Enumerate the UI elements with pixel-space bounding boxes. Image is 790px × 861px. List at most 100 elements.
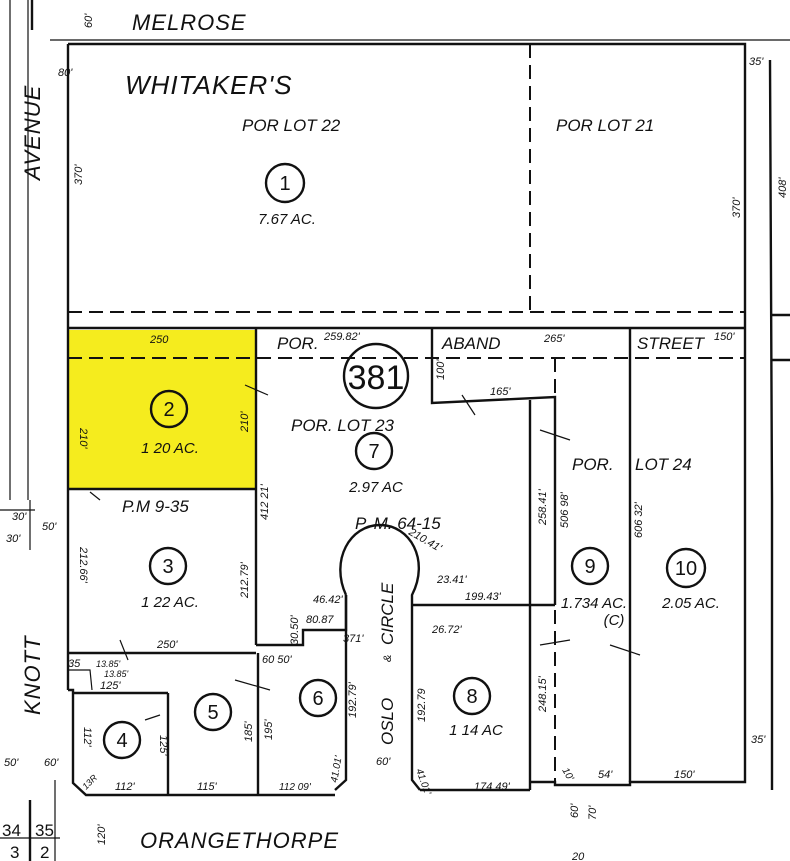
dim-370-left: 370' xyxy=(73,164,85,185)
dim-30b: 30' xyxy=(6,533,21,545)
street-circle: CIRCLE xyxy=(378,582,397,645)
dim-606: 606 32' xyxy=(633,501,645,538)
street-knott: KNOTT xyxy=(20,635,45,715)
dim-150-top: 150' xyxy=(714,331,735,343)
dim-506: 506 98' xyxy=(559,491,571,528)
dim-30-50: 30.50' xyxy=(289,614,301,645)
dim-50-b: 50' xyxy=(4,757,19,769)
parcel-9-note: (C) xyxy=(604,612,625,629)
dim-41-a: 41.01' xyxy=(329,754,345,784)
aband-label: ABAND xyxy=(441,334,501,353)
dim-30: 30' xyxy=(12,511,27,523)
dim-210-right: 210' xyxy=(239,411,251,433)
street-label: STREET xyxy=(637,334,706,353)
dim-192-79b: 192.79 xyxy=(416,688,428,722)
parcel-7-number: 7 xyxy=(368,441,379,463)
dim-412: 412 21' xyxy=(259,483,271,520)
page-index-a: 34 xyxy=(2,821,21,840)
dim-265: 265' xyxy=(543,333,565,345)
parcel-10[interactable]: 10 2.05 AC. xyxy=(661,547,720,612)
parcel-5-number: 5 xyxy=(207,702,218,724)
parcel-7-acres: 2.97 AC xyxy=(348,479,403,496)
por-lot-24-b: LOT 24 xyxy=(635,455,692,474)
parcel-10-number: 10 xyxy=(675,558,697,580)
dim-80: 80' xyxy=(58,67,73,79)
por-lot-24-a: POR. xyxy=(572,455,614,474)
pm-64-15: P. M. 64-15 xyxy=(355,514,441,533)
dim-408: 408' xyxy=(777,177,789,198)
dim-258: 258.41' xyxy=(537,488,549,526)
parcel-7[interactable]: 7 2.97 AC xyxy=(348,431,403,496)
dim-371: 371' xyxy=(343,633,364,645)
dim-100: 100' xyxy=(435,359,447,380)
dim-112-bot: 112' xyxy=(115,781,136,793)
dim-125-b: 125' xyxy=(157,735,169,756)
dim-13-85a: 13.85' xyxy=(96,659,121,669)
parcel-10-acres: 2.05 AC. xyxy=(661,595,720,612)
street-orangethorpe: ORANGETHORPE xyxy=(140,828,339,853)
dim-112-09: 112 09' xyxy=(279,782,312,793)
parcel-2-highlight[interactable] xyxy=(68,330,256,489)
street-avenue: AVENUE xyxy=(20,85,45,182)
parcel-8[interactable]: 8 1 14 AC xyxy=(449,676,503,739)
parcel-9-acres: 1.734 AC. xyxy=(561,595,627,612)
dim-370-right: 370' xyxy=(731,197,743,218)
dim-120: 120' xyxy=(96,824,108,845)
dim-70: 70' xyxy=(587,805,599,820)
parcel-4-number: 4 xyxy=(116,730,127,752)
dim-23: 23.41' xyxy=(436,574,468,586)
dim-50-a: 50' xyxy=(42,521,57,533)
dim-35-left: 35 xyxy=(68,658,81,670)
por-label: POR. xyxy=(277,334,319,353)
parcel-9[interactable]: 9 1.734 AC. (C) xyxy=(561,546,627,629)
parcel-6[interactable]: 6 xyxy=(298,678,338,718)
parcel-4[interactable]: 4 xyxy=(102,720,142,760)
parcel-9-number: 9 xyxy=(584,556,595,578)
parcel-5[interactable]: 5 xyxy=(193,692,233,732)
dim-212-79: 212.79' xyxy=(239,561,251,599)
dim-195: 195' xyxy=(263,719,275,740)
por-lot-22: POR LOT 22 xyxy=(242,116,341,135)
parcel-3-acres: 1 22 AC. xyxy=(141,594,199,611)
tract-name: WHITAKER'S xyxy=(125,70,293,100)
dim-35-top: 35' xyxy=(749,56,764,68)
dim-150-bot: 150' xyxy=(674,769,695,781)
dim-13-85b: 13.85' xyxy=(104,669,129,679)
parcel-1[interactable]: 1 7.67 AC. xyxy=(258,162,316,228)
dim-13r: 13R xyxy=(80,772,99,791)
dim-20: 20 xyxy=(571,851,585,861)
dim-46: 46.42' xyxy=(313,594,344,606)
pm-9-35: P.M 9-35 xyxy=(122,497,189,516)
dim-60-d: 60' xyxy=(569,803,581,818)
dim-125-a: 125' xyxy=(100,680,121,692)
dim-212-66: 212.66' xyxy=(77,546,89,584)
dim-60-b: 60' xyxy=(44,757,59,769)
dim-165: 165' xyxy=(490,386,511,398)
dim-112-left: 112' xyxy=(81,727,93,748)
dim-192-79a: 192.79' xyxy=(347,681,359,718)
page-number: 381 xyxy=(348,359,405,397)
parcel-2-number: 2 xyxy=(163,399,174,421)
parcel-3[interactable]: 3 1 22 AC. xyxy=(141,546,199,611)
circle-amp: & xyxy=(382,655,394,662)
parcel-6-number: 6 xyxy=(312,688,323,710)
dim-80-87: 80.87 xyxy=(306,614,334,626)
dim-60-c: 60' xyxy=(376,756,391,768)
dim-185: 185' xyxy=(243,721,255,742)
street-oslo: OSLO xyxy=(378,698,397,745)
dim-210-left: 210' xyxy=(77,427,89,449)
dim-26: 26.72' xyxy=(431,624,463,636)
dim-259: 259.82' xyxy=(323,331,361,343)
page-index-key: 34 35 3 2 xyxy=(2,821,54,861)
por-lot-23: POR. LOT 23 xyxy=(291,416,395,435)
parcel-8-number: 8 xyxy=(466,686,477,708)
page-index-c: 3 xyxy=(10,843,19,861)
parcel-2[interactable]: 2 1 20 AC. xyxy=(141,389,199,457)
dim-174: 174 49' xyxy=(474,781,511,793)
dim-60-50: 60 50' xyxy=(262,654,293,666)
dim-248: 248.15' xyxy=(537,675,549,713)
dim-250-mid: 250' xyxy=(156,639,178,651)
parcel-8-acres: 1 14 AC xyxy=(449,722,503,739)
dim-115: 115' xyxy=(197,781,218,793)
